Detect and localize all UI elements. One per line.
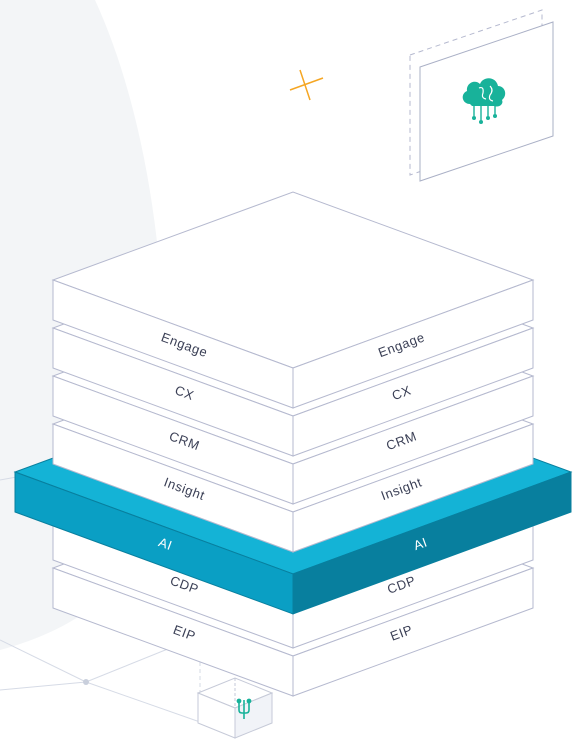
- layer-label-cx-left: CX: [173, 382, 196, 403]
- layer-label-ai-left: AI: [157, 534, 175, 553]
- layer-label-cx-right: CX: [390, 382, 413, 403]
- ai-brain-cloud-icon: [462, 78, 506, 124]
- base-cube: [196, 677, 274, 739]
- layer-label-eip-right: EIP: [388, 622, 415, 644]
- network-node: [83, 679, 89, 685]
- ai-card: [409, 9, 554, 182]
- plus-icon: [289, 69, 324, 101]
- network-branch-icon: [236, 698, 252, 719]
- layer-label-ai-right: AI: [412, 534, 430, 553]
- layer-label-eip-left: EIP: [171, 622, 198, 644]
